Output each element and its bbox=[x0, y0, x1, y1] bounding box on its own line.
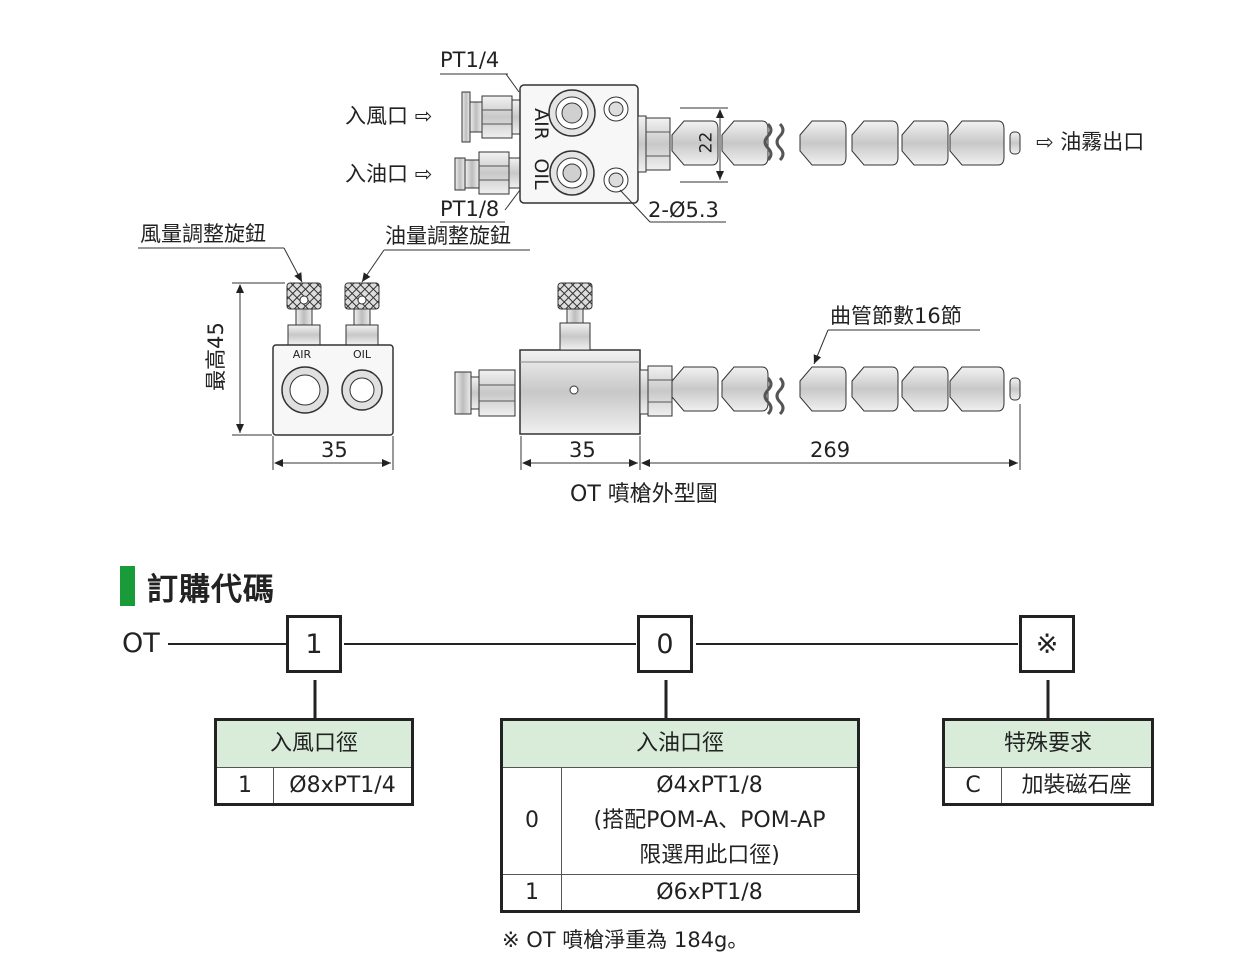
hose-segment bbox=[799, 366, 847, 412]
ot-spray-gun-drawing: AIR OIL bbox=[138, 73, 1021, 470]
dim-35-side: 35 bbox=[569, 438, 596, 462]
hose-segment bbox=[949, 120, 1005, 166]
air-inlet-table: 入風口徑 1 Ø8xPT1/4 bbox=[214, 718, 414, 807]
order-prefix: OT bbox=[122, 628, 160, 659]
order-code-heading: 訂購代碼 bbox=[120, 566, 275, 608]
heading-accent-bar bbox=[120, 566, 135, 606]
air-table-header: 入風口徑 bbox=[215, 719, 413, 768]
pt18-label: PT1/8 bbox=[440, 197, 500, 221]
special-code: C bbox=[943, 766, 1002, 806]
oil-inlet-table: 入油口徑 0 Ø4xPT1/8 (搭配POM-A、POM-AP 限選用此口徑) … bbox=[500, 718, 860, 913]
hose-segment bbox=[949, 366, 1005, 412]
oil-spec-0: Ø4xPT1/8 (搭配POM-A、POM-AP 限選用此口徑) bbox=[561, 767, 859, 875]
air-spec: Ø8xPT1/4 bbox=[273, 766, 413, 806]
front-view: AIR OIL bbox=[138, 247, 530, 470]
hose-segment bbox=[721, 366, 769, 412]
top-view: AIR OIL bbox=[440, 73, 1021, 223]
code-box-air: 1 bbox=[286, 615, 342, 673]
segments-label: 曲管節數16節 bbox=[830, 304, 962, 328]
oil-code-0: 0 bbox=[501, 767, 562, 875]
hose-segment bbox=[851, 366, 899, 412]
dim-269: 269 bbox=[810, 438, 851, 462]
oil-code-1: 1 bbox=[501, 873, 562, 912]
pt14-label: PT1/4 bbox=[440, 48, 500, 72]
hose-segment bbox=[851, 120, 899, 166]
hose-segment bbox=[799, 120, 847, 166]
oil-knob-label: 油量調整旋鈕 bbox=[385, 224, 511, 248]
special-req-table: 特殊要求 C 加裝磁石座 bbox=[942, 718, 1154, 807]
air-mark-front: AIR bbox=[293, 348, 312, 361]
air-mark-top: AIR bbox=[530, 108, 552, 140]
hose-segment bbox=[721, 120, 769, 166]
air-code: 1 bbox=[215, 766, 274, 806]
oil-table-header: 入油口徑 bbox=[501, 719, 859, 768]
special-table-header: 特殊要求 bbox=[943, 719, 1153, 768]
code-box-oil: 0 bbox=[637, 615, 693, 673]
oil-spec-1: Ø6xPT1/8 bbox=[561, 873, 859, 912]
air-knob-label: 風量調整旋鈕 bbox=[140, 222, 266, 246]
hose-segment bbox=[901, 120, 949, 166]
hose-segment bbox=[901, 366, 949, 412]
side-view bbox=[454, 282, 1021, 470]
order-code-title: 訂購代碼 bbox=[147, 571, 275, 608]
oil-inlet-label: 入油口 ⇨ bbox=[345, 162, 433, 186]
holes-label: 2-Ø5.3 bbox=[648, 198, 719, 222]
air-inlet-label: 入風口 ⇨ bbox=[345, 104, 433, 128]
mist-outlet-label: ⇨ 油霧出口 bbox=[1036, 130, 1145, 154]
special-spec: 加裝磁石座 bbox=[1001, 766, 1153, 806]
oil-mark-top: OIL bbox=[530, 158, 552, 190]
drawing-caption: OT 噴槍外型圖 bbox=[570, 482, 718, 507]
code-box-special: ※ bbox=[1019, 615, 1075, 673]
order-connector-lines bbox=[168, 643, 1050, 718]
max-height-label: 最高45 bbox=[203, 322, 228, 391]
dim-35-front: 35 bbox=[321, 438, 348, 462]
weight-note: ※ OT 噴槍淨重為 184g。 bbox=[502, 928, 749, 952]
dim-22-label: 22 bbox=[696, 131, 717, 154]
hose-segment bbox=[671, 366, 719, 412]
oil-mark-front: OIL bbox=[353, 348, 372, 361]
